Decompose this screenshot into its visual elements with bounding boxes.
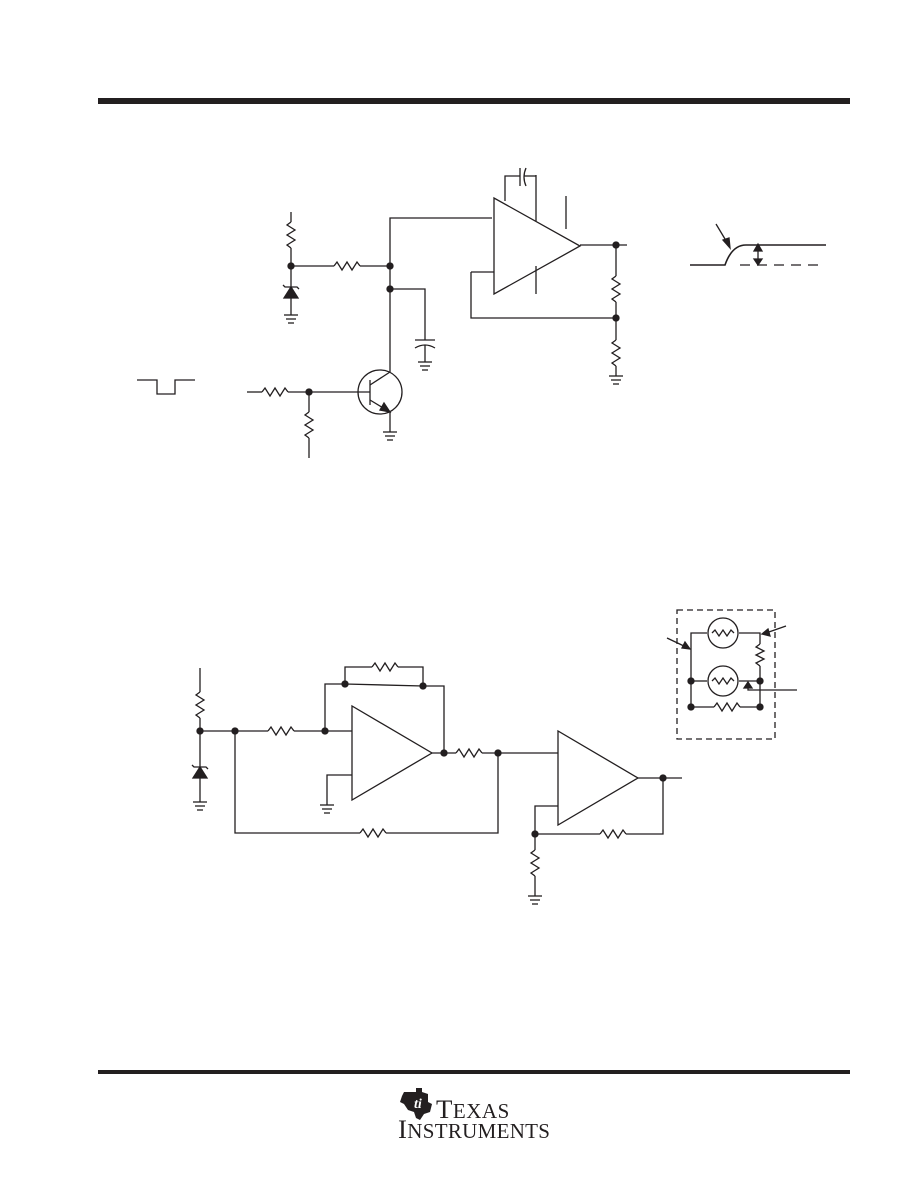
timing-capacitor — [390, 288, 436, 371]
zener-diode-top — [282, 266, 300, 324]
opamp-bottom-1 — [320, 704, 434, 814]
node-output-1 — [440, 749, 448, 757]
svg-text:ti: ti — [414, 1097, 422, 1112]
footer-rule — [98, 1070, 850, 1074]
input-pulse-icon — [137, 379, 195, 395]
opamp-top — [471, 175, 582, 296]
feedback-divider-lower — [609, 318, 623, 385]
feedback-wire — [470, 272, 616, 319]
base-resistor — [247, 386, 370, 398]
zener-diode-bottom — [191, 731, 209, 811]
input-resistor-bottom — [235, 725, 325, 737]
opamp-bottom-2 — [557, 729, 640, 827]
feedback-resistor-1 — [344, 661, 424, 686]
gain-resistor — [528, 834, 542, 905]
compensation-capacitor — [504, 167, 536, 201]
logo-text-texas: TEXAS — [436, 1094, 510, 1124]
circuit-top — [137, 167, 826, 458]
summing-resistor — [234, 731, 499, 839]
ti-state-logo-icon: ti — [400, 1088, 432, 1120]
wire-to-opamp-input — [389, 217, 492, 266]
header-rule — [98, 98, 850, 104]
base-pulldown-resistor — [303, 392, 315, 458]
texas-instruments-logo: ti TEXAS INSTRUMENTS — [396, 1084, 556, 1144]
feedback-resistor-2 — [534, 778, 664, 840]
coupling-resistor — [455, 747, 558, 759]
logo-text-instruments: INSTRUMENTS — [398, 1114, 551, 1144]
series-resistor-top — [291, 260, 390, 272]
output-waveform-icon — [690, 223, 826, 267]
supply-resistor-bottom — [194, 668, 206, 731]
feedback-wire-1 — [324, 683, 345, 731]
sensor-bridge-inset — [666, 609, 797, 740]
